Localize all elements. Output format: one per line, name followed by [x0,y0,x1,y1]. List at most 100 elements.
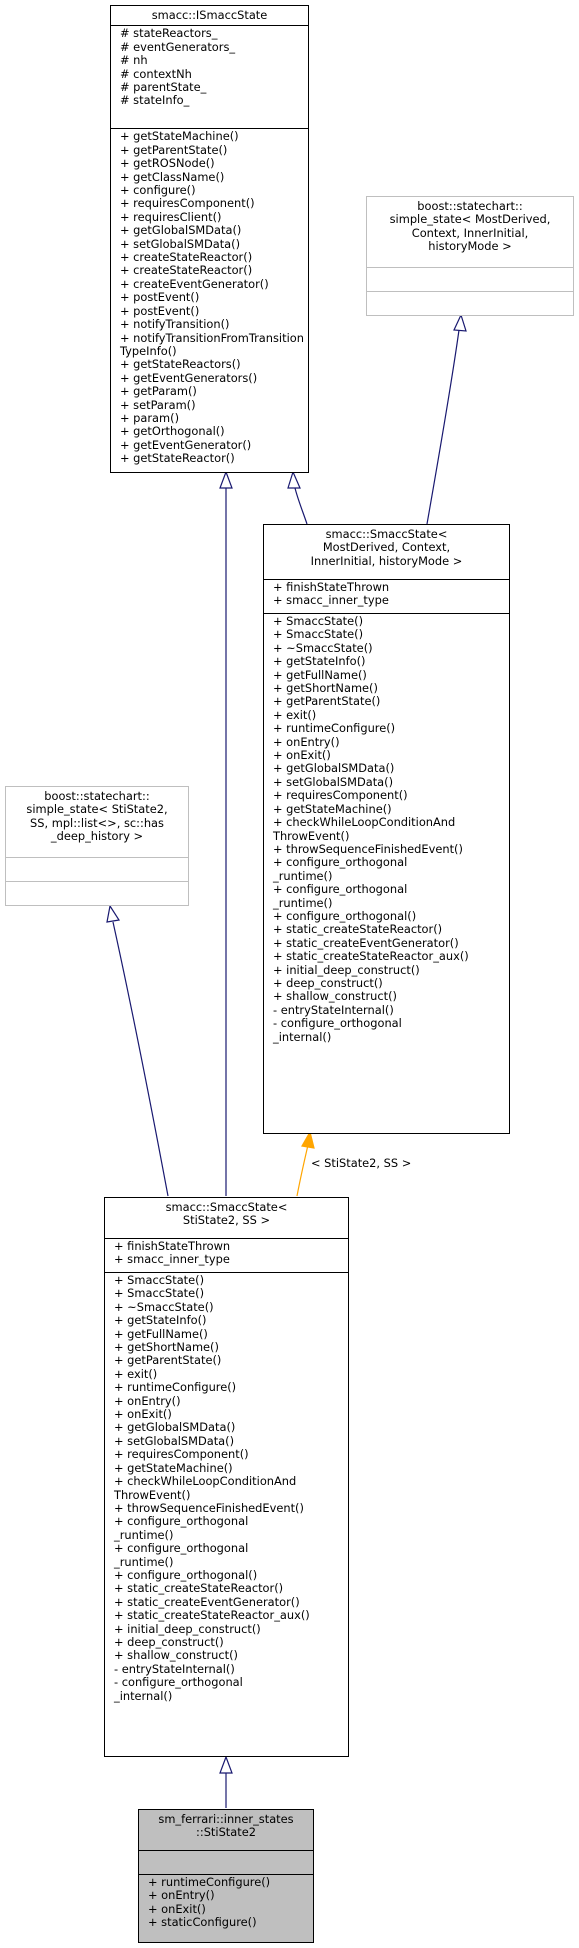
class-title: smacc::ISmaccState [111,6,308,25]
member-line: # stateReactors_ [120,26,218,41]
member-line: + configure_orthogonal [273,855,408,870]
edge-smaccT-to-ismacc [294,487,308,525]
attributes-section: # stateReactors_# eventGenerators_# nh# … [111,25,308,128]
member-line: _runtime() [114,1527,174,1542]
member-line: + static_createStateReactor() [114,1581,284,1596]
edge-smacc2-to-ismacc-arrow [219,470,233,489]
member-line: + getGlobalSMData() [114,1420,236,1435]
member-line: + SmaccState() [114,1286,205,1301]
member-line: + param() [120,410,180,425]
member-line: + initial_deep_construct() [273,962,420,977]
title-line: SS, mpl::list<>, sc::has [30,815,164,830]
title-line: _deep_history > [50,829,144,844]
attributes-section [139,1850,313,1874]
member-line: # nh [120,53,148,68]
attributes-section [367,267,573,291]
title-line: simple_state< MostDerived, [389,212,551,227]
title-line: ::StiState2 [196,1825,256,1840]
attributes-section: + finishStateThrown+ smacc_inner_type [264,579,509,613]
member-line: + getStateReactors() [120,357,241,372]
member-line: + onEntry() [114,1393,181,1408]
member-line: + initial_deep_construct() [114,1621,261,1636]
title-line: simple_state< StiState2, [26,802,168,817]
member-line: + getOrthogonal() [120,424,225,439]
member-line: + smacc_inner_type [273,593,389,608]
title-line: historyMode > [428,239,512,254]
class-smaccstate-template[interactable]: smacc::SmaccState<MostDerived, Context,I… [263,524,510,1134]
member-line: + requiresComponent() [114,1447,249,1462]
member-line: + runtimeConfigure() [148,1875,271,1889]
member-line: + static_createStateReactor_aux() [273,949,469,964]
edge-sti-to-smacc2-arrow [219,1755,233,1774]
class-boost-simple-state-stistate2[interactable]: boost::statechart::simple_state< StiStat… [5,786,189,906]
member-line: + configure_orthogonal() [114,1567,258,1582]
title-line: sm_ferrari::inner_states [158,1812,294,1826]
class-ismaccstate[interactable]: smacc::ISmaccState # stateReactors_# eve… [110,5,309,473]
member-line: + onEntry() [273,734,340,749]
member-line: + getParentState() [114,1353,222,1368]
member-line: + configure_orthogonal() [273,908,417,923]
member-line: + onExit() [114,1407,172,1422]
member-line: # stateInfo_ [120,93,190,108]
edge-smaccT-to-ismacc-arrow [287,470,301,489]
methods-section [6,881,188,905]
member-line: + onExit() [148,1901,206,1916]
methods-section: + SmaccState()+ SmaccState()+ ~SmaccStat… [264,613,509,1045]
member-line: - entryStateInternal() [273,1002,394,1017]
methods-section: + runtimeConfigure()+ onEntry()+ onExit(… [139,1874,313,1931]
member-line: + getFullName() [273,667,367,682]
member-line: + SmaccState() [273,614,364,628]
member-line: + getEventGenerator() [120,437,252,452]
member-line: + requiresClient() [120,209,222,224]
edge-smaccT-to-boost1 [426,329,460,525]
member-line: + getShortName() [273,681,378,696]
class-title: smacc::SmaccState<StiState2, SS > [105,1198,348,1238]
member-line: + setGlobalSMData() [114,1433,235,1448]
member-line: + getParentState() [120,142,228,157]
member-line: _runtime() [114,1554,174,1569]
class-smaccstate-stistate2[interactable]: smacc::SmaccState<StiState2, SS > + fini… [104,1197,349,1757]
member-line: + getParentState() [273,694,381,709]
class-boost-simple-state-template[interactable]: boost::statechart::simple_state< MostDer… [366,196,574,316]
template-args-label: < StiState2, SS > [311,1156,412,1170]
member-line: + SmaccState() [273,627,364,642]
edge-smacc2-to-boost2-arrow [106,904,120,923]
member-line: + notifyTransition() [120,317,230,332]
member-line: + getStateMachine() [273,801,392,816]
member-line: + exit() [114,1366,158,1381]
member-line: + deep_construct() [273,975,383,990]
member-line: + runtimeConfigure() [273,721,396,736]
member-line: + static_createEventGenerator() [273,935,459,950]
member-line: + getGlobalSMData() [120,223,242,238]
member-line: + getROSNode() [120,156,215,171]
member-line: + requiresComponent() [273,788,408,803]
member-line: + getGlobalSMData() [273,761,395,776]
member-line: + getFullName() [114,1326,208,1341]
title-line: MostDerived, Context, [322,540,451,555]
member-line: + smacc_inner_type [114,1252,230,1267]
member-line: + getStateInfo() [273,654,366,669]
member-line: _internal() [114,1688,173,1703]
member-line: + static_createStateReactor() [273,922,443,937]
member-line: _runtime() [273,868,333,883]
title-line: smacc::ISmaccState [151,8,268,22]
member-line: + SmaccState() [114,1273,205,1287]
member-line: - configure_orthogonal [273,1016,402,1031]
member-line: + getParam() [120,384,197,399]
edge-template-instantiation [296,1144,309,1197]
class-stistate2[interactable]: sm_ferrari::inner_states::StiState2 + ru… [138,1809,314,1943]
attributes-section [6,857,188,881]
edge-smacc2-to-boost2 [112,921,169,1197]
member-line: + shallow_construct() [114,1648,238,1663]
member-line: + getStateMachine() [120,129,239,144]
member-line: + notifyTransitionFromTransition [120,330,304,345]
member-line: # contextNh [120,66,192,81]
member-line: + checkWhileLoopConditionAnd [273,815,456,830]
member-line: + getShortName() [114,1340,219,1355]
member-line: + configure_orthogonal [273,882,408,897]
member-line: _runtime() [273,895,333,910]
member-line: - configure_orthogonal [114,1675,243,1690]
class-title: smacc::SmaccState<MostDerived, Context,I… [264,525,509,579]
member-line: + finishStateThrown [114,1239,231,1253]
methods-section: + getStateMachine()+ getParentState()+ g… [111,128,308,466]
